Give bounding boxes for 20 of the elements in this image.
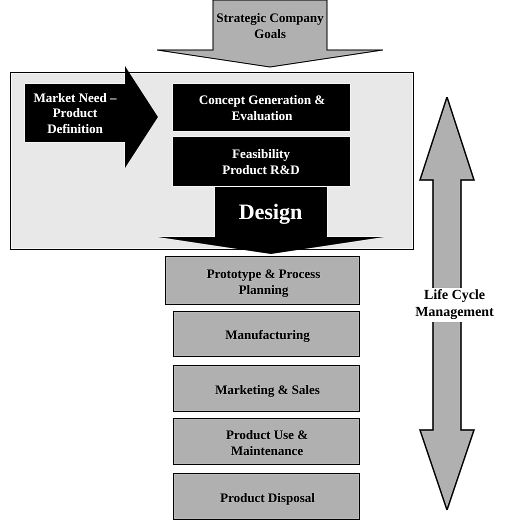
node-label: Feasibility Product R&D [221,146,301,178]
node-label: Strategic Company Goals [215,10,325,42]
process-box [173,473,360,520]
node-label: Prototype & Process Planning [206,266,322,298]
process-box [173,84,350,131]
node-label: Product Use & Maintenance [224,426,310,458]
edge-label: Design [238,198,304,226]
process-box [173,418,360,465]
block-arrow [25,66,158,168]
process-box [173,365,360,412]
block-arrow [158,187,384,254]
block-arrow [157,0,383,68]
node-label: Concept Generation & Evaluation [198,92,326,124]
node-label: Product Disposal [220,490,315,506]
node-label: Manufacturing [225,327,310,343]
process-box [173,137,350,186]
node-label: Market Need – Product Definition [32,90,118,136]
node-label: Marketing & Sales [215,382,320,398]
process-box [165,256,360,305]
process-box [173,311,360,357]
